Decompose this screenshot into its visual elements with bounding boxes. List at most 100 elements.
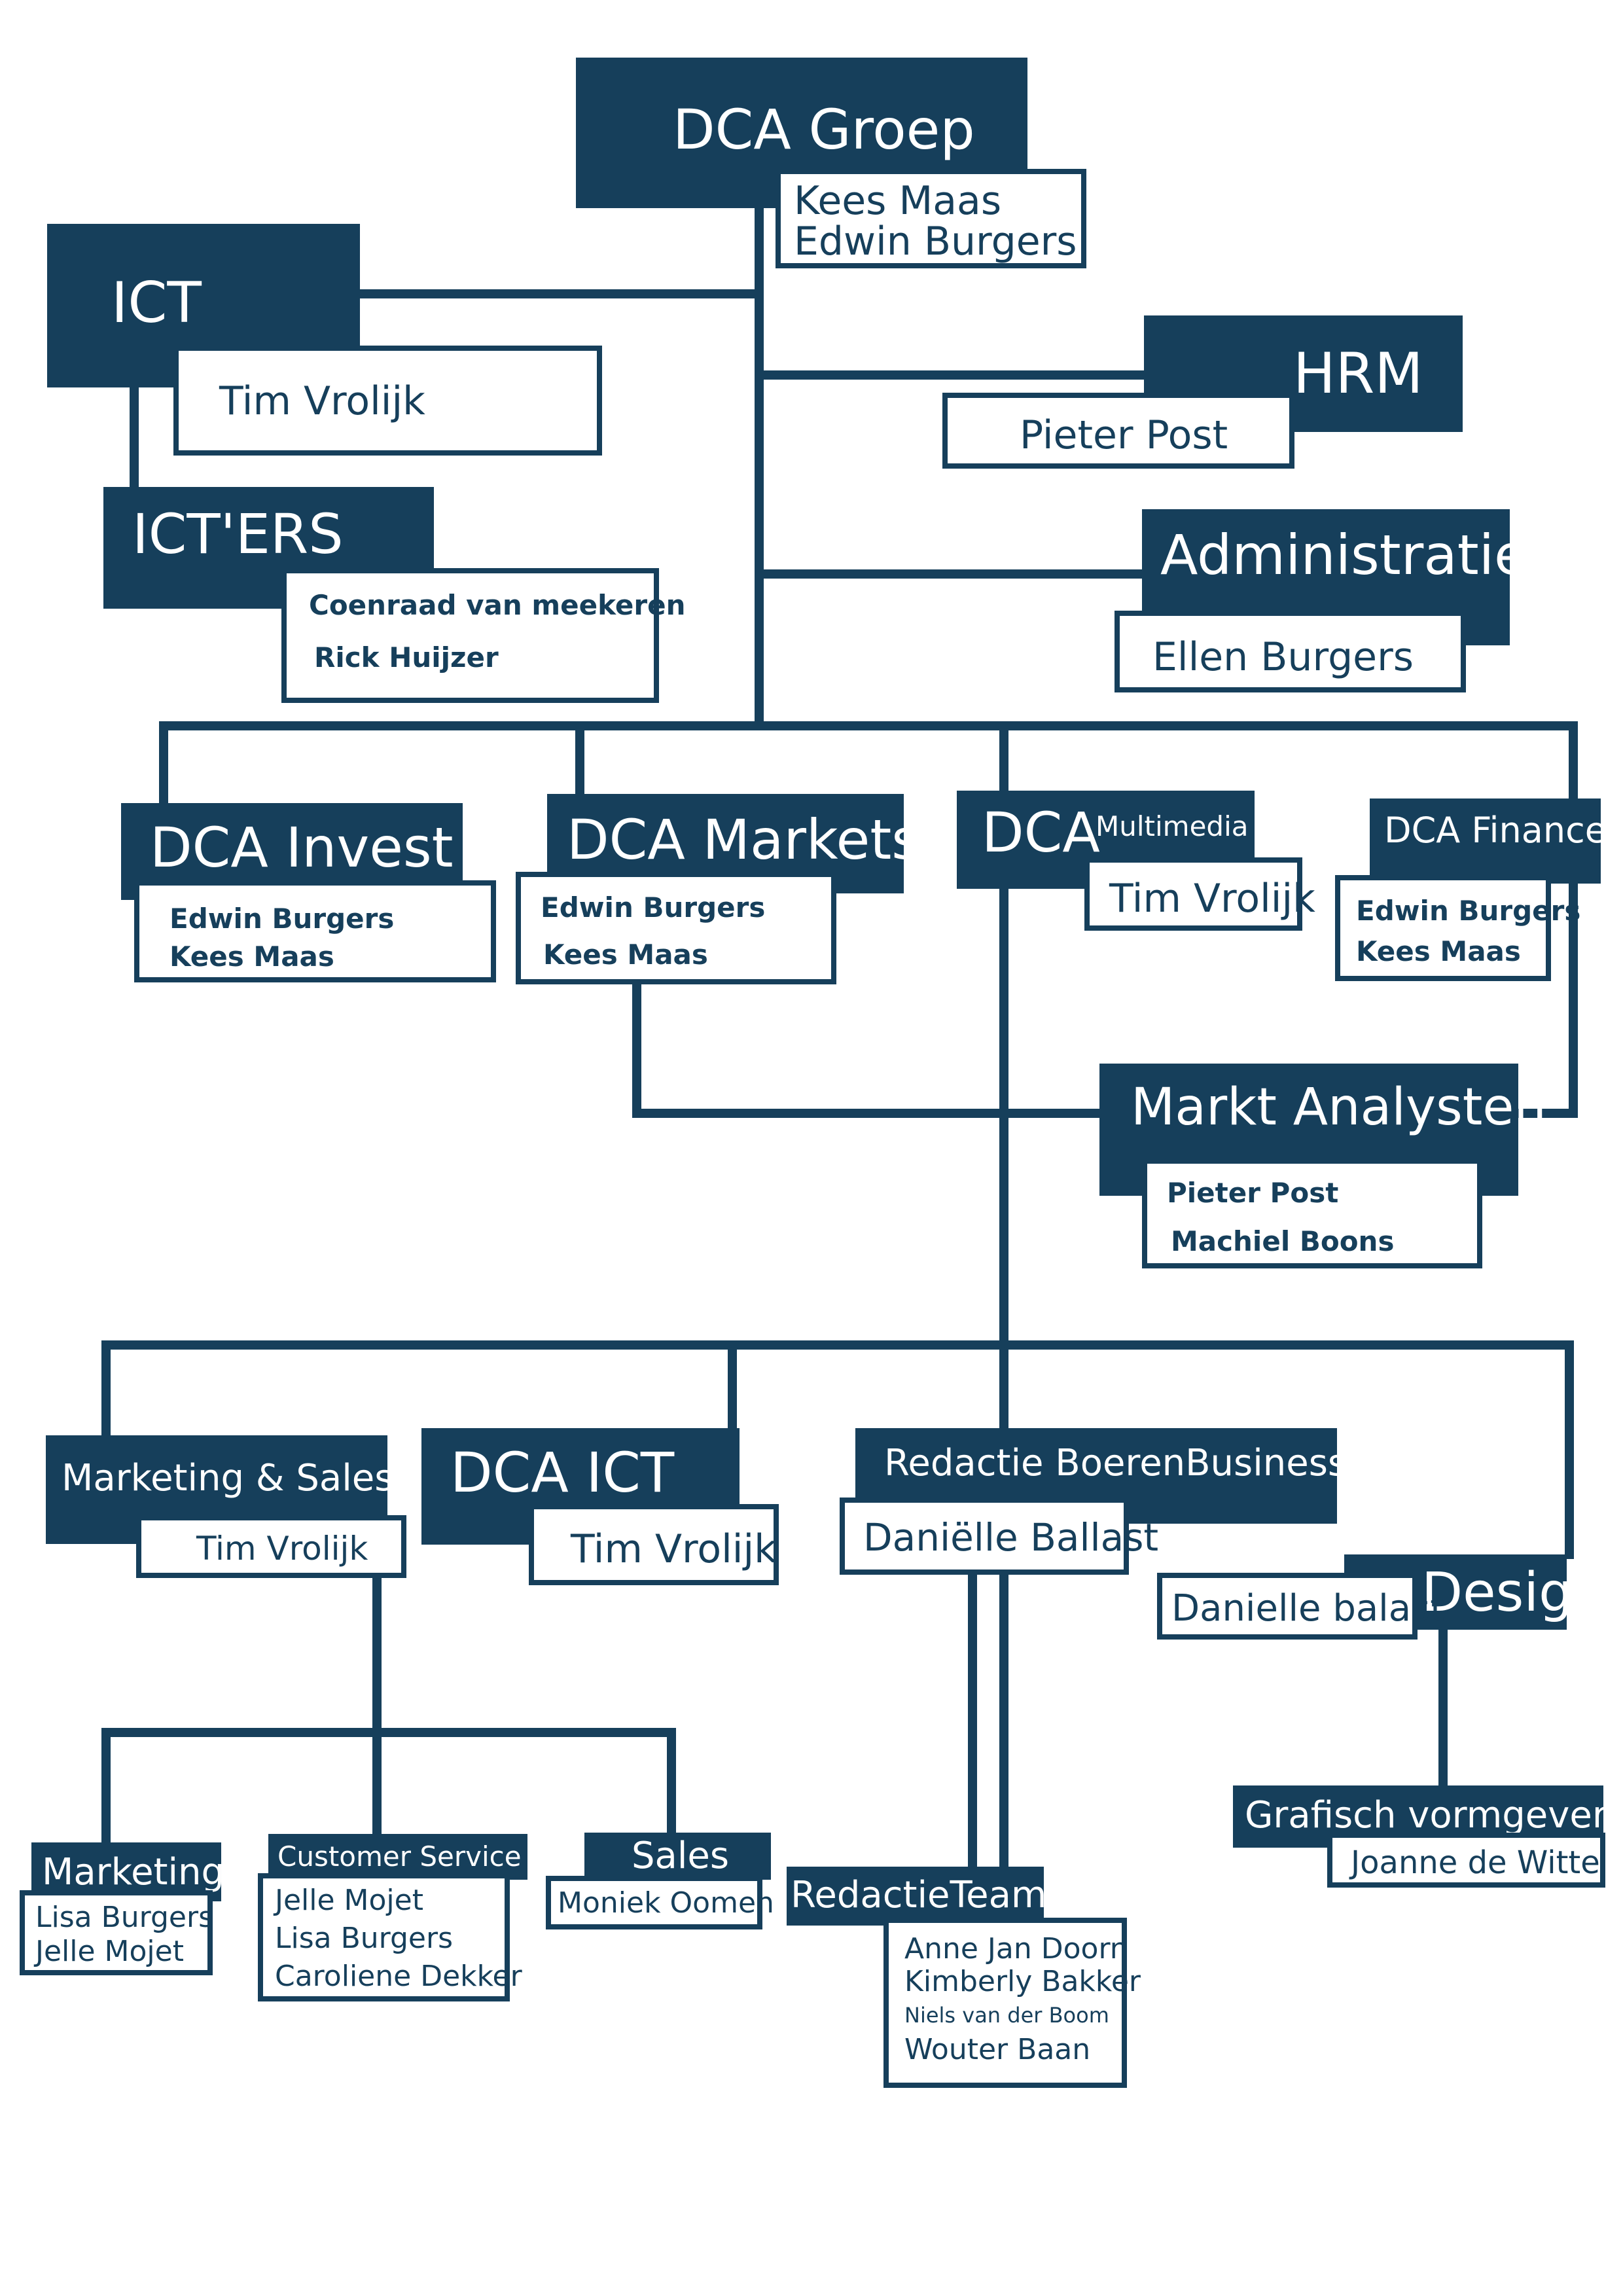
member-name: Tim Vrolijk [1109, 876, 1315, 922]
member-name: Joanne de Witte [1351, 1844, 1600, 1881]
member-name: Edwin Burgers [1356, 895, 1581, 927]
unit-title: DCA Invest [150, 816, 454, 880]
unit-subtitle: Multimedia [1096, 810, 1249, 842]
members-icters: Coenraad van meekeren Rick Huijzer [281, 568, 686, 703]
connector-line [101, 1728, 676, 1737]
connector-line [372, 1732, 382, 1837]
connector-line [667, 1732, 676, 1837]
member-name: Daniëlle Ballast [863, 1515, 1159, 1560]
unit-title: DCA ICT [450, 1441, 675, 1505]
member-name: Jelle Mojet [275, 1884, 423, 1917]
connector-line [1505, 1109, 1578, 1118]
connector-line [1569, 726, 1578, 800]
connector-line [353, 289, 759, 298]
members-dca-invest: Edwin Burgers Kees Maas [134, 880, 496, 982]
connector-line [999, 726, 1008, 2036]
member-name: Kees Maas [543, 939, 708, 971]
unit-sales: Sales [584, 1833, 771, 1880]
unit-title: Markt Analysten [1131, 1078, 1546, 1137]
member-name: Niels van der Boom [904, 2003, 1109, 2028]
member-name: Pieter Post [1167, 1177, 1339, 1209]
member-name: Pieter Post [1020, 412, 1228, 458]
unit-title: ICT [111, 270, 202, 336]
connector-line [372, 1568, 382, 1732]
unit-title: Customer Service [277, 1840, 522, 1873]
members-sales: Moniek Oomen [546, 1876, 774, 1929]
connector-line [632, 1109, 1100, 1118]
connector-line [759, 370, 1145, 380]
members-dca-groep: Kees Maas Edwin Burgers [776, 169, 1086, 268]
unit-title: DCA Finance [1384, 810, 1607, 851]
member-name: Tim Vrolijk [196, 1530, 368, 1568]
connector-line [101, 1732, 111, 1844]
connector-line [1569, 884, 1578, 1118]
unit-title: Grafisch vormgever [1245, 1794, 1607, 1837]
member-name: Anne Jan Doorn [904, 1932, 1128, 1965]
member-name: Moniek Oomen [558, 1886, 774, 1920]
unit-title: Marketing & Sales [62, 1457, 394, 1499]
unit-title: Sales [632, 1835, 730, 1877]
unit-title: RedactieTeam [791, 1874, 1047, 1916]
unit-title: Marketing [42, 1851, 225, 1893]
member-name: Caroliene Dekker [275, 1960, 522, 1993]
member-name: Coenraad van meekeren [309, 589, 686, 621]
connector-line [632, 978, 641, 1116]
connector-line [575, 726, 584, 800]
member-name: Lisa Burgers [275, 1922, 454, 1955]
members-markt-analysten: Pieter Post Machiel Boons [1142, 1158, 1482, 1268]
unit-customer-service: Customer Service [268, 1834, 527, 1880]
members-administratie: Ellen Burgers [1115, 611, 1466, 692]
connector-line [101, 1340, 1574, 1350]
unit-dca-invest: DCA Invest [121, 803, 463, 900]
members-redactie: Daniëlle Ballast [840, 1498, 1158, 1575]
members-grafisch-vormgever: Joanne de Witte [1327, 1833, 1605, 1888]
unit-dca-finance: DCA Finance [1370, 798, 1607, 884]
member-name: Ellen Burgers [1152, 634, 1414, 680]
members-dca-multimedia: Tim Vrolijk [1084, 857, 1315, 931]
member-name: Tim Vrolijk [571, 1526, 777, 1572]
member-name: Lisa Burgers [35, 1901, 214, 1934]
unit-hrm: HRM [1144, 315, 1463, 432]
member-name: Machiel Boons [1171, 1225, 1395, 1257]
connector-line [728, 1343, 737, 1431]
member-name: Wouter Baan [904, 2033, 1091, 2066]
unit-title: DCA Markets [567, 808, 921, 872]
member-name: Danielle balast [1171, 1587, 1445, 1630]
member-name: Edwin Burgers [541, 891, 766, 924]
members-marketing-sales: Tim Vrolijk [136, 1515, 406, 1578]
connector-line [759, 569, 1145, 579]
member-name: Rick Huijzer [314, 641, 499, 673]
unit-title: DCA Groep [673, 98, 975, 162]
member-name: Jelle Mojet [35, 1935, 184, 1968]
connector-line [101, 1343, 111, 1439]
members-dca-finance: Edwin Burgers Kees Maas [1335, 875, 1580, 981]
members-marketing: Lisa Burgers Jelle Mojet [20, 1890, 213, 1975]
member-name: Edwin Burgers [169, 903, 395, 935]
connector-line [130, 386, 139, 491]
unit-title: Redactie BoerenBusiness [884, 1442, 1347, 1484]
members-dca-ict: Tim Vrolijk [529, 1504, 779, 1585]
members-dca-markets: Edwin Burgers Kees Maas [516, 872, 836, 984]
connector-line [1565, 1343, 1574, 1559]
unit-redactieteam: RedactieTeam [787, 1867, 1047, 1926]
connector-line [159, 721, 1578, 730]
members-customer-service: Jelle Mojet Lisa Burgers Caroliene Dekke… [258, 1873, 522, 2001]
unit-title: HRM [1293, 341, 1423, 406]
member-name: Kees Maas [794, 178, 1002, 224]
member-name: Tim Vrolijk [219, 378, 425, 424]
unit-title: DCA [982, 800, 1100, 865]
unit-title: Design [1421, 1562, 1607, 1624]
unit-title: ICT'ERS [132, 502, 344, 566]
members-hrm: Pieter Post [942, 393, 1294, 469]
connector-line [968, 1561, 977, 1888]
member-name: Edwin Burgers [794, 219, 1077, 264]
member-name: Kimberly Bakker [904, 1965, 1141, 1998]
connector-line [1438, 1617, 1448, 1788]
connector-line [755, 196, 764, 730]
members-redactieteam: Anne Jan Doorn Kimberly Bakker Niels van… [883, 1918, 1141, 2088]
unit-title: Administratie [1160, 523, 1528, 587]
member-name: Kees Maas [1356, 935, 1521, 967]
members-design: Danielle balast [1157, 1573, 1444, 1640]
members-ict: Tim Vrolijk [173, 346, 602, 456]
